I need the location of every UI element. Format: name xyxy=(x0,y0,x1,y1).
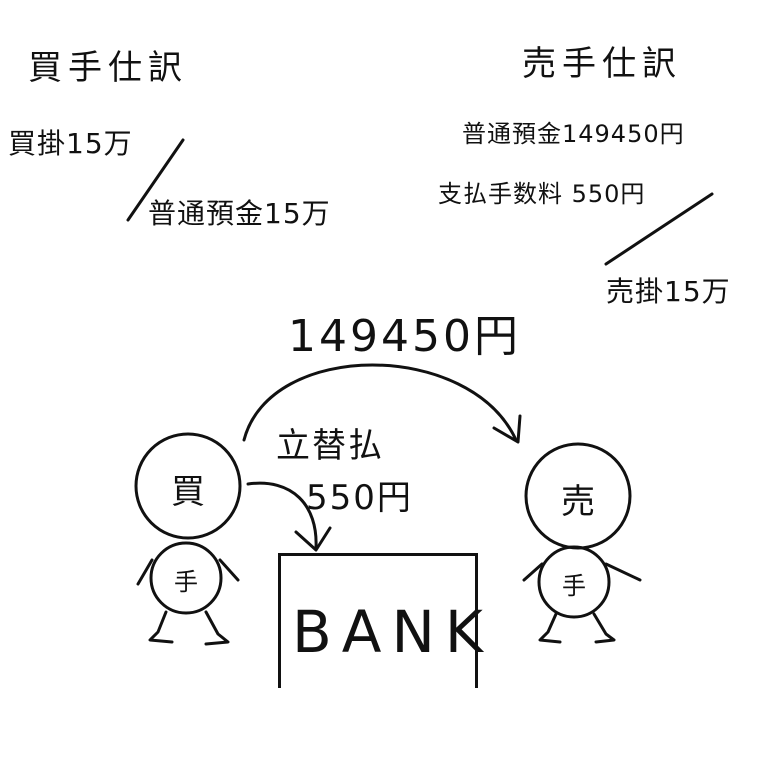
buyer-journal-divider xyxy=(126,138,185,222)
seller-journal-debit-2: 支払手数料 550円 xyxy=(438,180,646,208)
buyer-right-leg xyxy=(204,610,230,646)
transfer-arrow-head xyxy=(492,414,522,444)
bank-box xyxy=(278,553,478,688)
seller-journal-heading: 売手仕訳 xyxy=(522,44,682,84)
fee-arrow-head xyxy=(294,526,332,552)
seller-right-arm xyxy=(604,562,642,582)
buyer-head-label: 買 xyxy=(171,472,205,512)
buyer-journal-heading: 買手仕訳 xyxy=(28,48,188,88)
seller-left-arm xyxy=(522,562,544,582)
buyer-body-label: 手 xyxy=(174,568,198,596)
fee-arrow xyxy=(246,481,318,550)
seller-right-leg xyxy=(592,612,616,644)
buyer-body xyxy=(149,541,223,615)
buyer-left-leg xyxy=(148,610,174,644)
fee-amount: 550円 xyxy=(306,478,413,518)
seller-journal-divider xyxy=(604,192,714,266)
bank-label: BANK xyxy=(292,598,493,666)
buyer-left-arm xyxy=(136,558,154,586)
buyer-journal-credit: 普通預金15万 xyxy=(148,197,331,230)
fee-label: 立替払 xyxy=(276,426,384,466)
buyer-right-arm xyxy=(218,558,240,582)
seller-body-label: 手 xyxy=(562,572,586,600)
buyer-head xyxy=(134,432,242,540)
seller-left-leg xyxy=(538,612,562,644)
seller-head-label: 売 xyxy=(561,482,595,522)
transfer-arrow xyxy=(242,363,518,442)
transfer-amount: 149450円 xyxy=(288,311,521,362)
seller-journal-debit-1: 普通預金149450円 xyxy=(462,120,685,148)
seller-body xyxy=(537,545,611,619)
buyer-journal-debit: 買掛15万 xyxy=(8,127,133,160)
seller-journal-credit: 売掛15万 xyxy=(606,275,731,308)
